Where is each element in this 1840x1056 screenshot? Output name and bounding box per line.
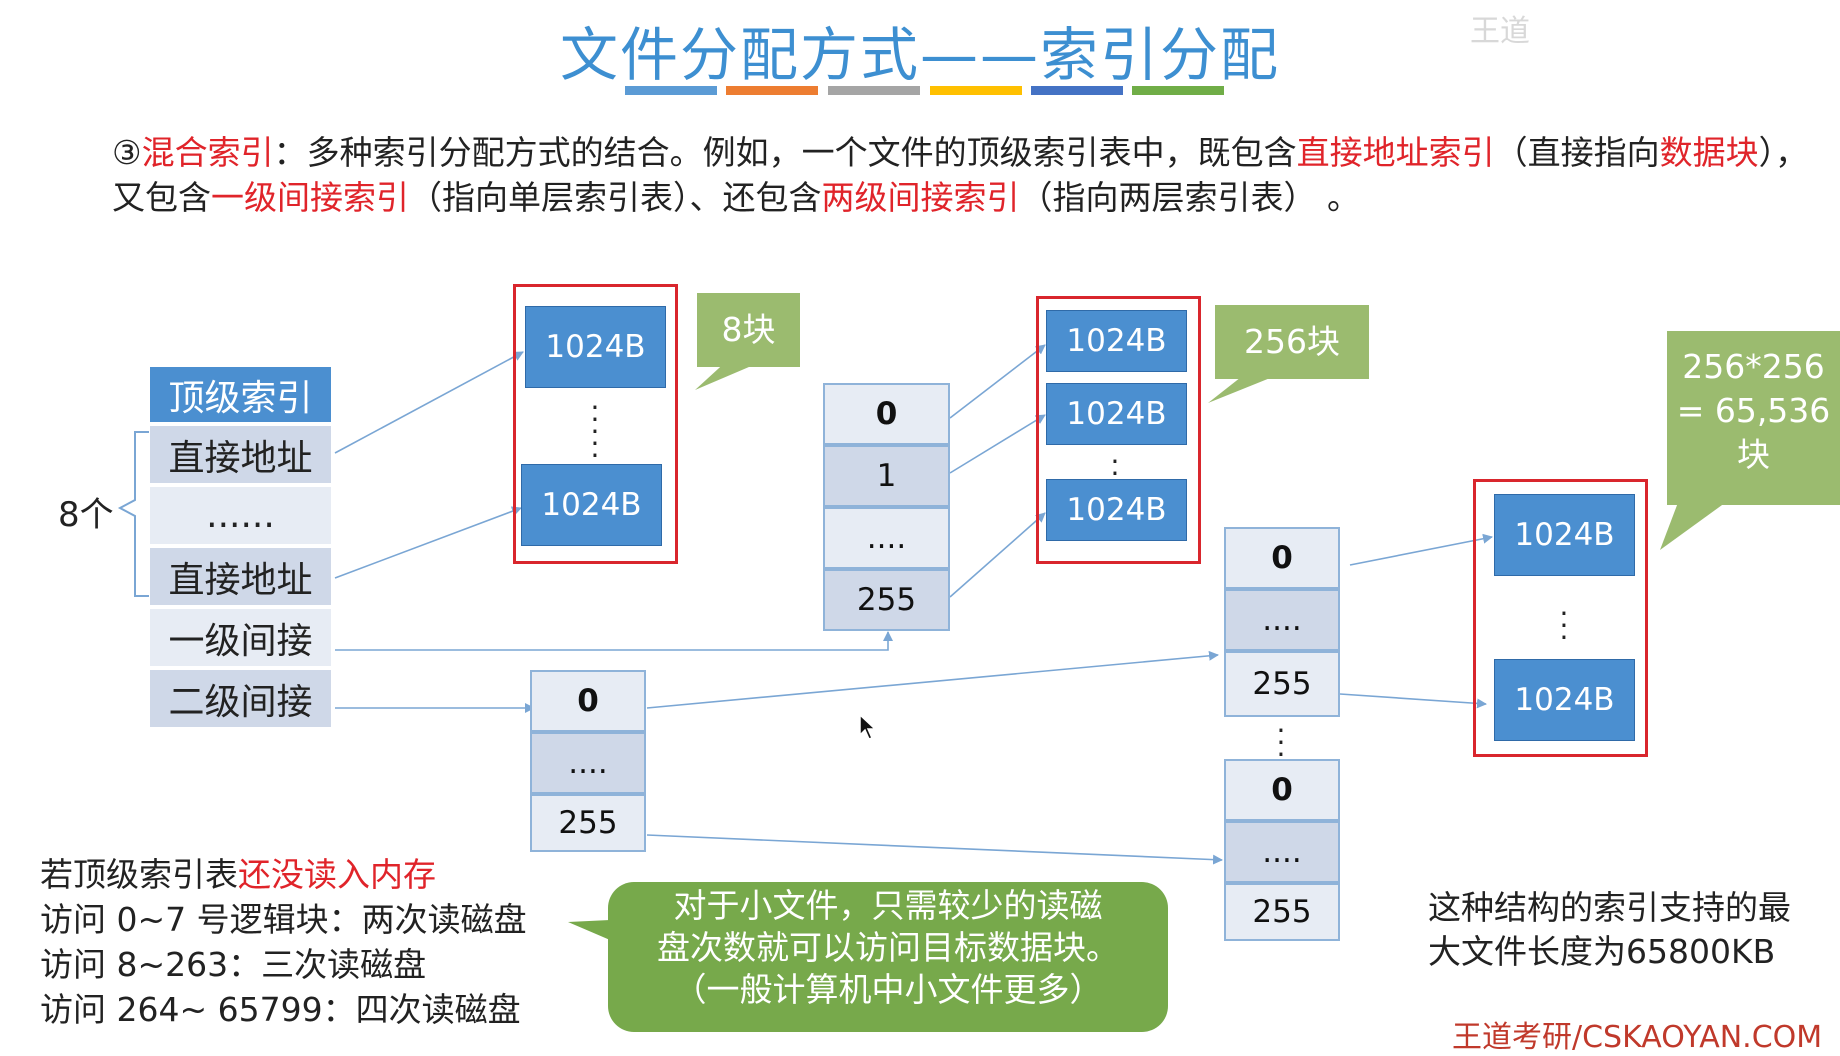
index-entry: 0: [823, 383, 950, 445]
desc-term: 混合索引: [141, 133, 274, 172]
title-bar-segment: [1132, 86, 1224, 95]
connector: [949, 512, 1046, 598]
small-file-note-box: [608, 882, 1168, 1032]
index-entry: 1: [823, 445, 950, 507]
title-bar-segment: [1031, 86, 1123, 95]
description-paragraph: ③混合索引：多种索引分配方式的结合。例如，一个文件的顶级索引表中，既包含直接地址…: [112, 130, 1832, 220]
desc-text: （指向单层索引表）、还包含: [409, 178, 822, 217]
access-note-line: 访问 0~7 号逻辑块：两次读磁盘: [40, 900, 527, 939]
title-bar-segment: [930, 86, 1022, 95]
count-label: 8个: [58, 495, 114, 535]
connector: [334, 351, 524, 454]
connector: [334, 506, 522, 579]
desc-text: （指向两层索引表） 。: [1019, 178, 1361, 217]
index-entry: 255: [823, 569, 950, 631]
watermark: 王道: [1470, 14, 1530, 49]
single-indirect-blocks-frame: [1036, 296, 1201, 564]
page-title: 文件分配方式——索引分配: [559, 21, 1280, 89]
title-bar-segment: [726, 86, 818, 95]
connector: [335, 631, 893, 651]
callout-line: 256*256: [1682, 347, 1825, 386]
double-indirect-blocks-frame: [1473, 479, 1648, 757]
access-note-line: 访问 264~ 65799：四次读磁盘: [40, 990, 521, 1029]
index-entry: 0: [1224, 759, 1340, 821]
callout-256-blocks: 256块: [1215, 305, 1369, 379]
index-entry: 255: [530, 794, 646, 852]
callout-65536-blocks: 256*256 = 65,536 块: [1667, 331, 1840, 505]
data-block: 1024B: [521, 464, 662, 546]
access-note-highlight: 还没读入内存: [238, 855, 436, 894]
data-block: 1024B: [1494, 659, 1635, 741]
title-bar-segment: [625, 86, 717, 95]
connector: [949, 344, 1046, 419]
footer-brand: 王道考研/CSKAOYAN.COM: [1452, 1020, 1823, 1055]
connector: [646, 834, 1223, 865]
desc-text: ），又包含: [112, 133, 1809, 217]
connector: [1349, 533, 1493, 566]
index-entry: ....: [530, 732, 646, 794]
data-block: 1024B: [1046, 383, 1187, 445]
small-file-note: 对于小文件，只需较少的读磁 盘次数就可以访问目标数据块。 （一般计算机中小文件更…: [608, 885, 1168, 1011]
index-entry: ....: [823, 507, 950, 569]
data-block: 1024B: [1046, 479, 1187, 541]
note-line: 这种结构的索引支持的最: [1428, 888, 1791, 927]
callout-line: = 65,536: [1676, 391, 1831, 430]
callout-pointer: [1660, 492, 1740, 550]
data-block: 1024B: [1046, 310, 1187, 372]
max-file-size-note: 这种结构的索引支持的最 大文件长度为65800KB: [1428, 886, 1840, 974]
top-index-row: ......: [149, 486, 332, 545]
note-line: 对于小文件，只需较少的读磁: [673, 886, 1103, 925]
top-index-row: 直接地址: [149, 425, 332, 484]
index-entry: ....: [1224, 589, 1340, 651]
ellipsis-vertical: ···: [1559, 597, 1569, 654]
title-bar-segment: [828, 86, 920, 95]
note-line: 盘次数就可以访问目标数据块。: [657, 928, 1119, 967]
index-entry: 255: [1224, 651, 1340, 717]
cursor-icon: [859, 713, 877, 740]
top-index-row: 直接地址: [149, 547, 332, 606]
ellipsis-vertical: ·····: [590, 391, 600, 472]
desc-highlight: 数据块: [1659, 133, 1759, 172]
desc-highlight: 两级间接索引: [821, 178, 1020, 217]
connector: [1339, 693, 1487, 709]
index-entry: 0: [1224, 527, 1340, 589]
direct-blocks-frame: [513, 284, 678, 564]
callout-8-blocks: 8块: [697, 293, 800, 367]
top-index-header: 顶级索引: [149, 366, 332, 423]
access-note-line: 若顶级索引表还没读入内存: [40, 848, 436, 896]
index-entry: ....: [1224, 821, 1340, 883]
callout-line: 块: [1737, 435, 1770, 474]
top-index-row: 二级间接: [149, 669, 332, 728]
ellipsis-vertical: ···: [1276, 714, 1286, 771]
note-line: 大文件长度为65800KB: [1428, 932, 1776, 971]
desc-text: ：多种索引分配方式的结合。例如，一个文件的顶级索引表中，既包含: [273, 133, 1297, 172]
note-line: （一般计算机中小文件更多）: [673, 970, 1103, 1009]
connector: [949, 414, 1046, 474]
top-index-row: 一级间接: [149, 608, 332, 667]
index-entry: 0: [530, 670, 646, 732]
connector: [646, 650, 1219, 709]
index-entry: 255: [1224, 883, 1340, 941]
desc-num: ③: [112, 133, 142, 172]
desc-highlight: 直接地址索引: [1296, 133, 1495, 172]
data-block: 1024B: [1494, 494, 1635, 576]
access-note-text: 若顶级索引表: [40, 855, 238, 894]
data-block: 1024B: [525, 306, 666, 388]
brace: [117, 431, 150, 597]
desc-text: （直接指向: [1494, 133, 1660, 172]
desc-highlight: 一级间接索引: [211, 178, 409, 217]
access-note-line: 访问 8~263：三次读磁盘: [40, 945, 427, 984]
